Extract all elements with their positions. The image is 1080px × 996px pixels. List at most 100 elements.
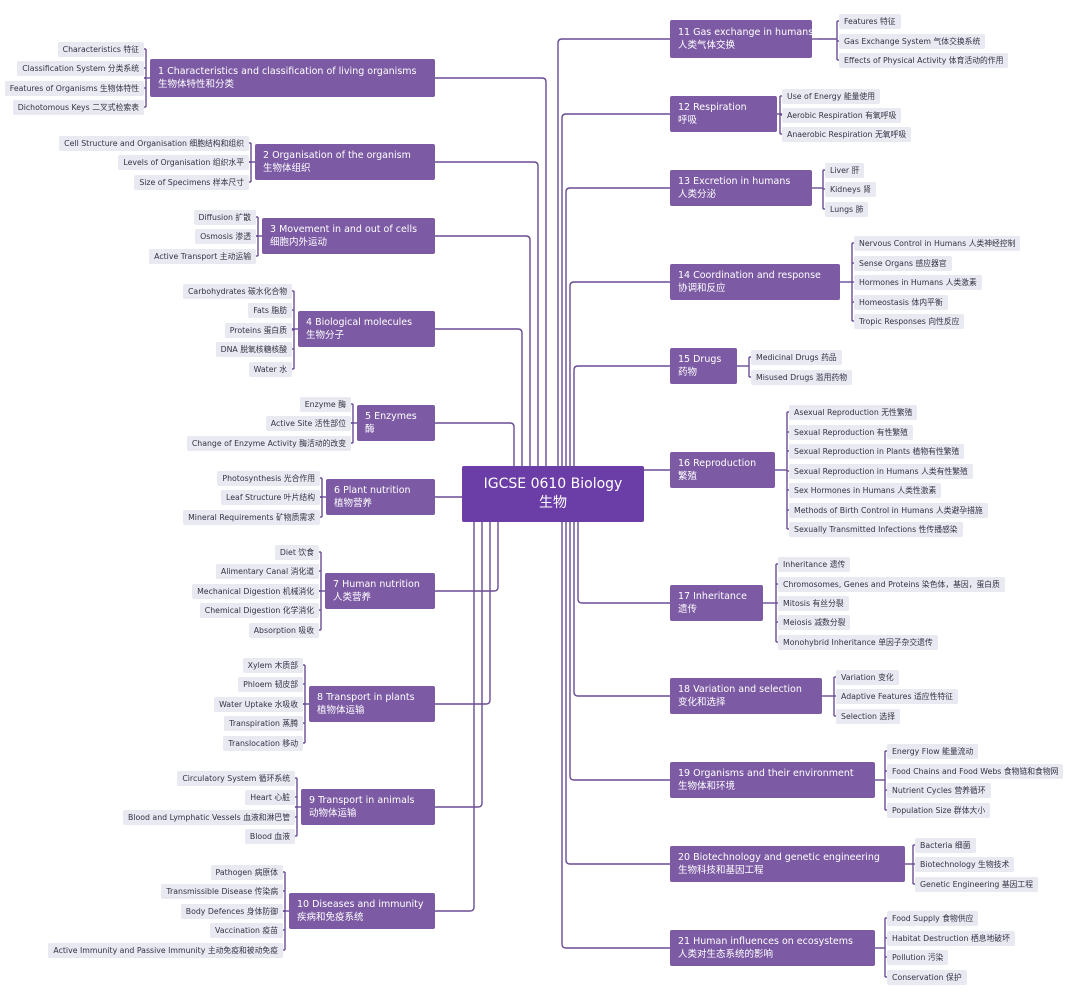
leaf-topic[interactable]: Diffusion 扩散 xyxy=(193,209,256,225)
leaf-topic[interactable]: Levels of Organisation 组织水平 xyxy=(118,154,249,170)
leaf-topic[interactable]: Sexual Reproduction in Plants 植物有性繁殖 xyxy=(789,443,965,459)
leaf-topic[interactable]: Size of Specimens 样本尺寸 xyxy=(134,174,249,190)
leaf-topic[interactable]: Mineral Requirements 矿物质需求 xyxy=(183,509,320,525)
leaf-topic[interactable]: Anaerobic Respiration 无氧呼吸 xyxy=(782,126,912,142)
leaf-topic[interactable]: Body Defences 身体防御 xyxy=(180,903,283,919)
leaf-topic[interactable]: Meiosis 减数分裂 xyxy=(778,614,851,630)
leaf-topic[interactable]: Medicinal Drugs 药品 xyxy=(751,349,842,365)
leaf-topic[interactable]: Xylem 木质部 xyxy=(242,657,303,673)
leaf-topic[interactable]: Pollution 污染 xyxy=(887,949,949,965)
branch-topic-1[interactable]: 1 Characteristics and classification of … xyxy=(150,59,435,97)
leaf-topic[interactable]: Population Size 群体大小 xyxy=(887,802,991,818)
leaf-topic[interactable]: Mitosis 有丝分裂 xyxy=(778,595,849,611)
leaf-topic[interactable]: Active Site 活性部位 xyxy=(265,415,351,431)
leaf-topic[interactable]: Sex Hormones in Humans 人类性激素 xyxy=(789,482,942,498)
leaf-topic[interactable]: Sexual Reproduction in Humans 人类有性繁殖 xyxy=(789,463,973,479)
leaf-topic[interactable]: Translocation 移动 xyxy=(223,735,303,751)
leaf-topic[interactable]: Blood and Lymphatic Vessels 血液和淋巴管 xyxy=(122,809,295,825)
leaf-topic[interactable]: Nutrient Cycles 营养循环 xyxy=(887,782,991,798)
leaf-topic[interactable]: Photosynthesis 光合作用 xyxy=(217,470,320,486)
leaf-topic[interactable]: Classification System 分类系统 xyxy=(17,60,144,76)
leaf-topic[interactable]: Leaf Structure 叶片结构 xyxy=(221,489,320,505)
leaf-topic[interactable]: Lungs 肺 xyxy=(825,201,869,217)
branch-topic-20[interactable]: 20 Biotechnology and genetic engineering… xyxy=(670,846,905,882)
leaf-topic[interactable]: Osmosis 渗透 xyxy=(195,228,256,244)
leaf-topic[interactable]: Dichotomous Keys 二叉式检索表 xyxy=(12,99,144,115)
leaf-topic[interactable]: Food Supply 食物供应 xyxy=(887,910,979,926)
leaf-topic[interactable]: Tropic Responses 向性反应 xyxy=(854,313,965,329)
leaf-topic[interactable]: Circulatory System 循环系统 xyxy=(177,770,295,786)
leaf-topic[interactable]: Transmissible Disease 传染病 xyxy=(161,883,283,899)
leaf-topic[interactable]: Fats 脂肪 xyxy=(248,302,292,318)
leaf-topic[interactable]: Inheritance 遗传 xyxy=(778,556,851,572)
leaf-topic[interactable]: Use of Energy 能量使用 xyxy=(782,88,880,104)
leaf-topic[interactable]: Selection 选择 xyxy=(836,708,901,724)
leaf-topic[interactable]: Gas Exchange System 气体交换系统 xyxy=(839,33,986,49)
leaf-topic[interactable]: Food Chains and Food Webs 食物链和食物网 xyxy=(887,763,1064,779)
leaf-topic[interactable]: Active Transport 主动运输 xyxy=(149,248,256,264)
leaf-topic[interactable]: Enzyme 酶 xyxy=(299,396,351,412)
leaf-topic[interactable]: Mechanical Digestion 机械消化 xyxy=(192,583,319,599)
leaf-topic[interactable]: Sense Organs 感应器官 xyxy=(854,255,952,271)
leaf-topic[interactable]: Transpiration 蒸腾 xyxy=(224,715,303,731)
central-topic[interactable]: IGCSE 0610 Biology 生物 xyxy=(462,466,644,522)
leaf-topic[interactable]: Diet 饮食 xyxy=(274,544,319,560)
leaf-topic[interactable]: Proteins 蛋白质 xyxy=(224,322,292,338)
leaf-topic[interactable]: Change of Enzyme Activity 酶活动的改变 xyxy=(186,435,351,451)
leaf-topic[interactable]: Alimentary Canal 消化道 xyxy=(215,563,319,579)
leaf-topic[interactable]: Kidneys 肾 xyxy=(825,181,876,197)
leaf-topic[interactable]: Asexual Reproduction 无性繁殖 xyxy=(789,404,918,420)
leaf-topic[interactable]: Homeostasis 体内平衡 xyxy=(854,294,948,310)
leaf-topic[interactable]: Active Immunity and Passive Immunity 主动免… xyxy=(48,942,283,958)
leaf-topic[interactable]: Habitat Destruction 栖息地破坏 xyxy=(887,930,1015,946)
leaf-topic[interactable]: Heart 心脏 xyxy=(245,789,295,805)
leaf-topic[interactable]: Hormones in Humans 人类激素 xyxy=(854,274,982,290)
leaf-topic[interactable]: Genetic Engineering 基因工程 xyxy=(915,876,1039,892)
leaf-topic[interactable]: Chromosomes, Genes and Proteins 染色体，基因，蛋… xyxy=(778,576,1005,592)
leaf-topic[interactable]: Features of Organisms 生物体特性 xyxy=(4,80,144,96)
leaf-topic[interactable]: DNA 脱氧核糖核酸 xyxy=(215,341,292,357)
leaf-topic[interactable]: Biotechnology 生物技术 xyxy=(915,856,1015,872)
leaf-topic[interactable]: Adaptive Features 适应性特征 xyxy=(836,688,958,704)
leaf-topic[interactable]: Phloem 韧皮部 xyxy=(238,676,303,692)
leaf-topic[interactable]: Cell Structure and Organisation 细胞结构和组织 xyxy=(59,135,249,151)
leaf-topic[interactable]: Absorption 吸收 xyxy=(248,622,319,638)
leaf-topic[interactable]: Bacteria 细菌 xyxy=(915,837,976,853)
leaf-topic[interactable]: Characteristics 特征 xyxy=(57,41,144,57)
leaf-topic[interactable]: Vaccination 疫苗 xyxy=(210,922,283,938)
leaf-topic[interactable]: Sexually Transmitted Infections 性传播感染 xyxy=(789,521,963,537)
leaf-topic[interactable]: Chemical Digestion 化学消化 xyxy=(199,602,319,618)
leaf-topic[interactable]: Misused Drugs 滥用药物 xyxy=(751,369,853,385)
leaf-topic[interactable]: Carbohydrates 碳水化合物 xyxy=(182,283,292,299)
leaf-topic[interactable]: Methods of Birth Control in Humans 人类避孕措… xyxy=(789,502,988,518)
leaf-topic[interactable]: Nervous Control in Humans 人类神经控制 xyxy=(854,235,1021,251)
leaf-topic[interactable]: Blood 血液 xyxy=(244,828,295,844)
leaf-topic[interactable]: Sexual Reproduction 有性繁殖 xyxy=(789,424,913,440)
leaf-topic[interactable]: Water 水 xyxy=(248,361,292,377)
leaf-topic[interactable]: Features 特征 xyxy=(839,13,901,29)
leaf-topic[interactable]: Water Uptake 水吸收 xyxy=(214,696,303,712)
leaf-topic[interactable]: Variation 变化 xyxy=(836,669,899,685)
leaf-topic[interactable]: Conservation 保护 xyxy=(887,969,967,985)
leaf-topic[interactable]: Effects of Physical Activity 体育活动的作用 xyxy=(839,52,1009,68)
leaf-topic[interactable]: Pathogen 病原体 xyxy=(210,864,283,880)
